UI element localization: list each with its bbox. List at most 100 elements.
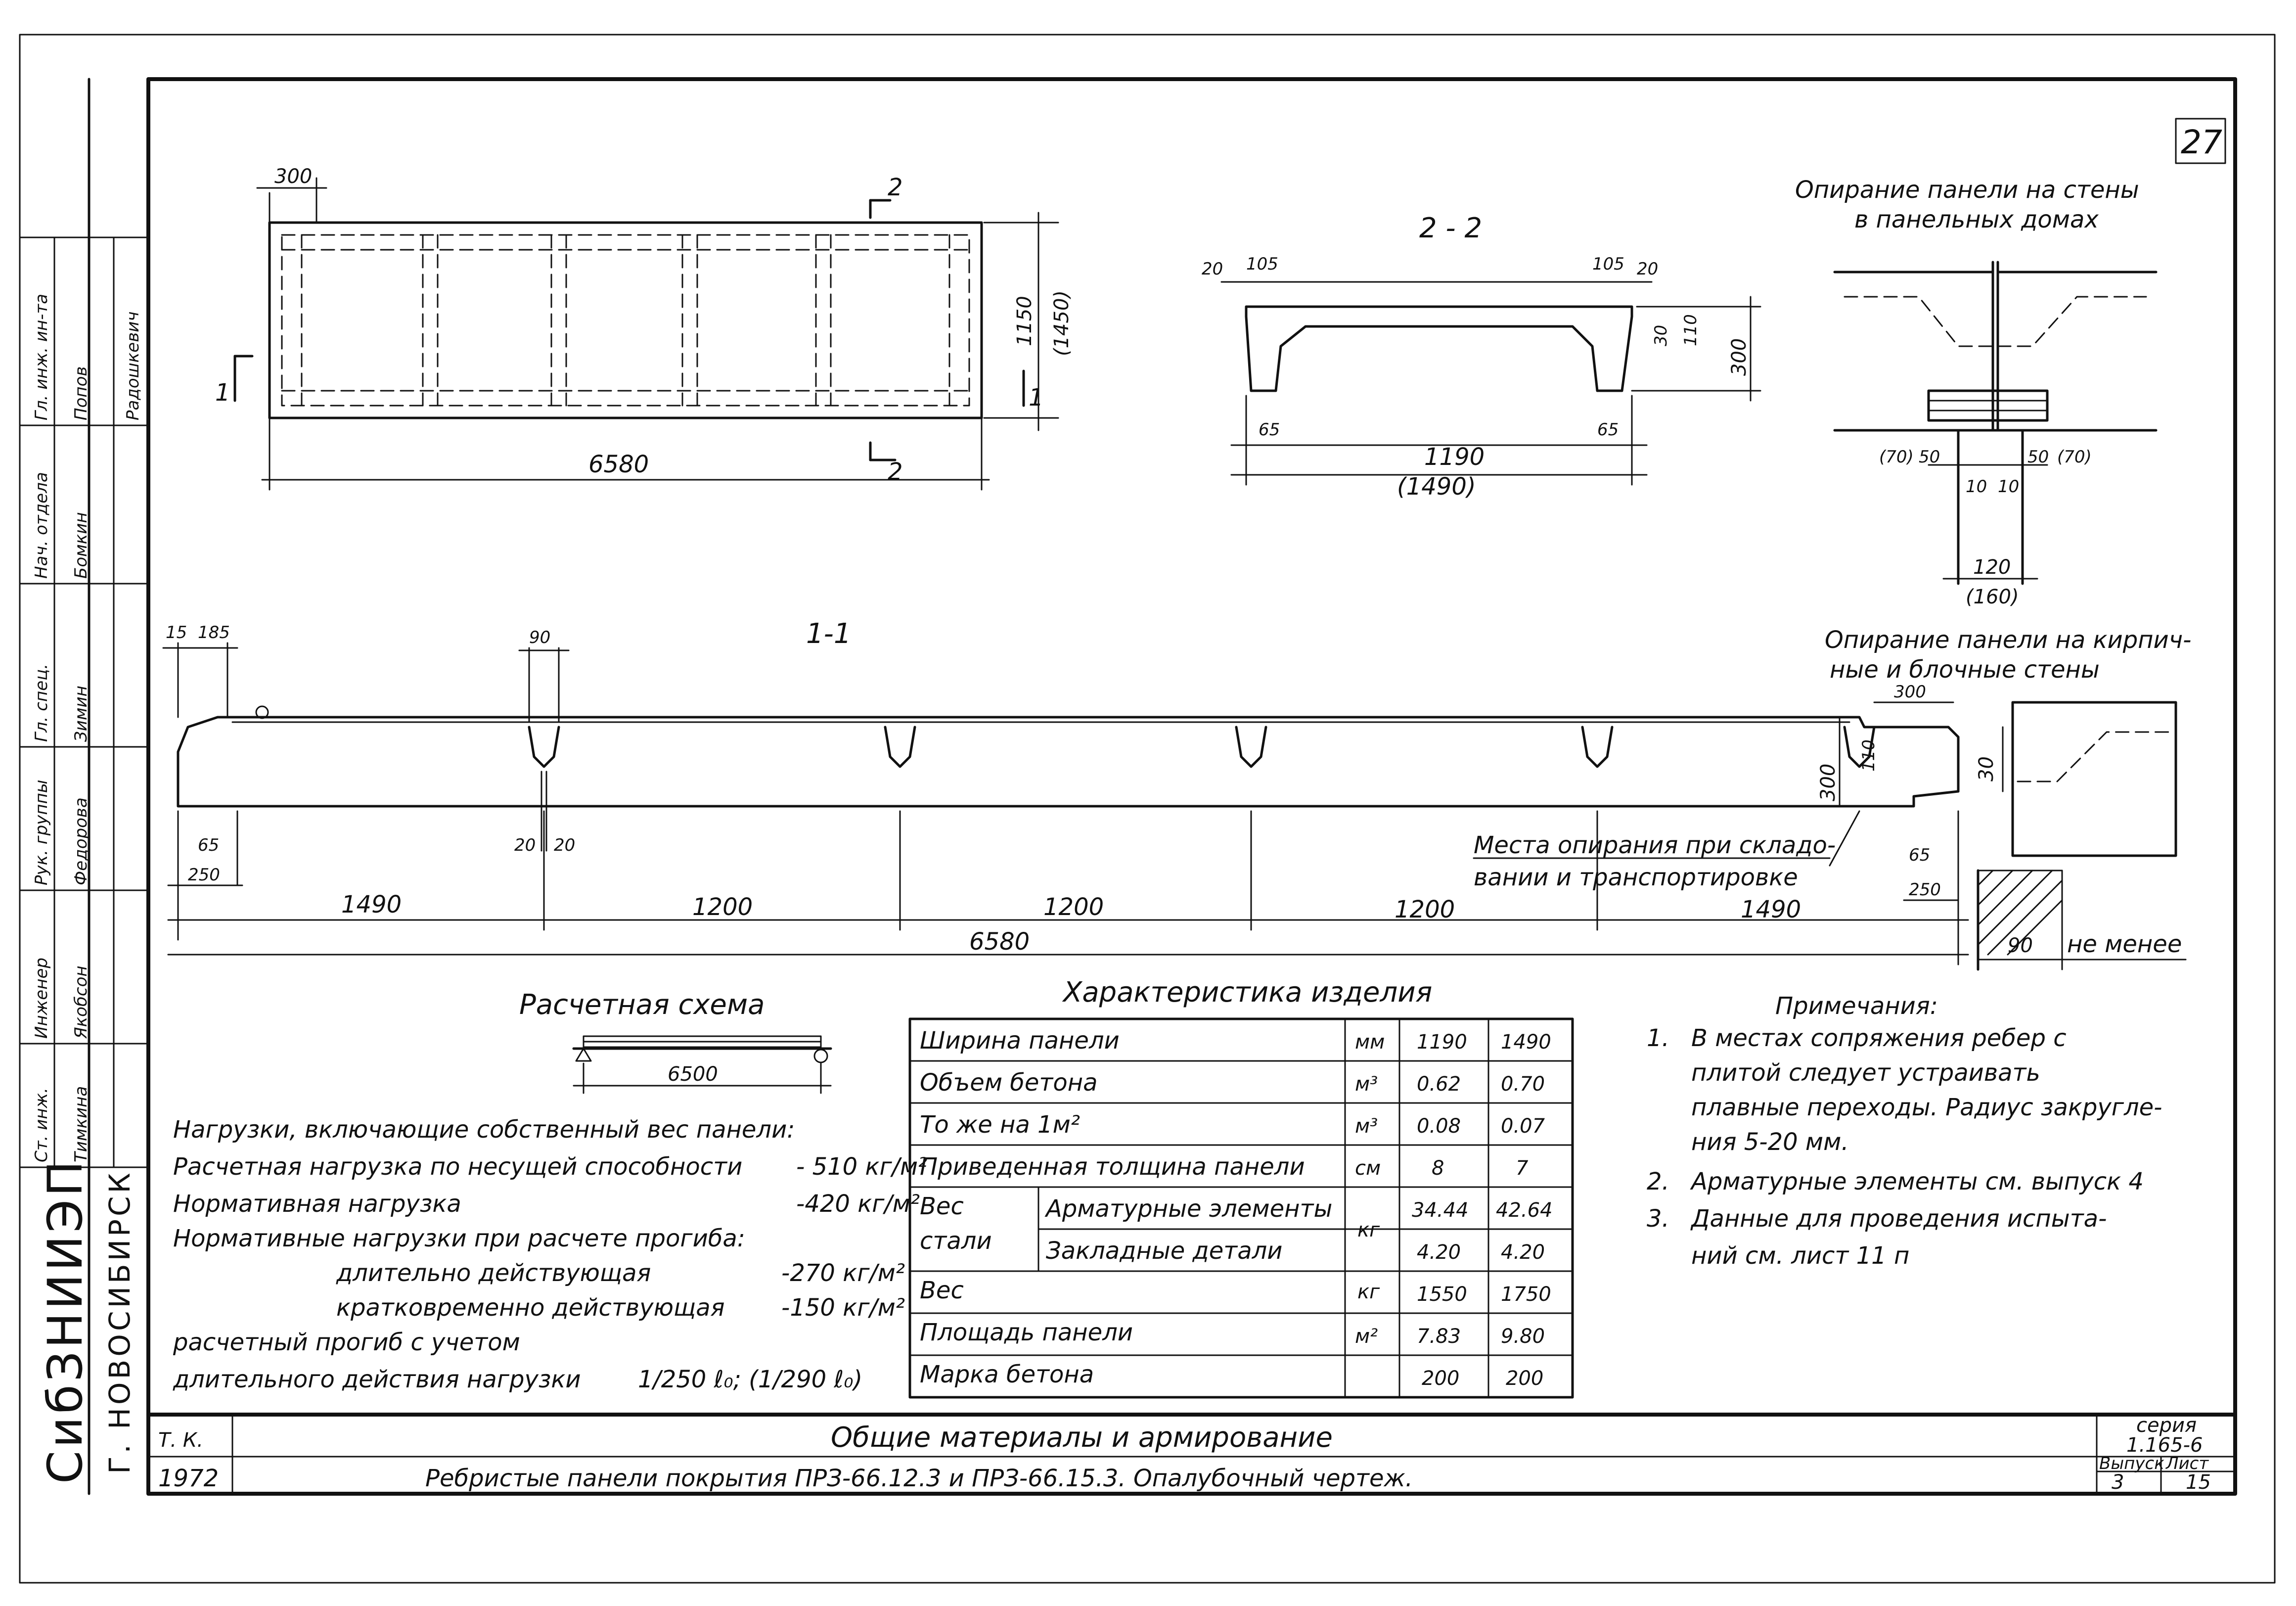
sb-not-less: не менее — [2067, 930, 2182, 958]
note-2-num: 2. — [1647, 1168, 1669, 1195]
calc-scheme-title: Расчетная схема — [519, 989, 765, 1021]
note-1-line-3: плавные переходы. Радиус закругле- — [1691, 1094, 2162, 1121]
s22-d20a: 20 — [1202, 259, 1223, 279]
char-row-5-v2: 42.64 — [1496, 1199, 1553, 1222]
sp-d120: 120 — [1973, 556, 2011, 579]
s11-span-3: 1200 — [1043, 893, 1104, 921]
sp-d10a: 10 — [1966, 477, 1987, 497]
s22-d300: 300 — [1728, 338, 1751, 376]
char-row-8-v2: 9.80 — [1501, 1325, 1545, 1348]
series-label: серия — [2136, 1414, 2197, 1437]
loads-deflection-line1: расчетный прогиб с учетом — [173, 1329, 520, 1356]
char-row-4-v1: 8 — [1432, 1157, 1444, 1180]
char-row-4-label: Приведенная толщина панели — [920, 1153, 1305, 1181]
loads-deflection-formula: 1/250 ℓ₀; (1/290 ℓ₀) — [638, 1366, 862, 1393]
left-stamp: Гл. инж. ин-та Нач. отдела Гл. спец. Рук… — [19, 236, 149, 1484]
char-row-4-unit: см — [1355, 1157, 1381, 1180]
s22-d20b: 20 — [1637, 259, 1658, 279]
char-row-5-label: Вес — [920, 1193, 964, 1220]
loads-shortterm-value: -150 кг/м² — [781, 1294, 905, 1322]
stamp-role-5: Инженер — [32, 958, 51, 1039]
loads-longterm-value: -270 кг/м² — [781, 1259, 905, 1287]
stamp-name-6: Тимкина — [71, 1086, 91, 1162]
issue-value: 3 — [2112, 1471, 2124, 1494]
title-general: Общие материалы и армирование — [831, 1422, 1333, 1454]
notes-title: Примечания: — [1775, 992, 1938, 1020]
s22-d105b: 105 — [1592, 254, 1624, 274]
stamp-name-7: Радошкевич — [123, 312, 143, 420]
char-row-5-unit: кг — [1357, 1219, 1380, 1241]
char-row-3-v1: 0.08 — [1417, 1115, 1461, 1138]
s11-d185: 185 — [198, 623, 230, 642]
loads-normative-value: -420 кг/м² — [796, 1190, 920, 1218]
char-row-6-label: стали — [920, 1227, 992, 1255]
sb-d90: 90 — [2008, 934, 2033, 957]
s22-d105a: 105 — [1246, 254, 1278, 274]
note-3-line-1: Данные для проведения испыта- — [1690, 1205, 2107, 1233]
char-row-4-v2: 7 — [1516, 1157, 1529, 1180]
s11-d90: 90 — [529, 628, 550, 647]
s11-total: 6580 — [969, 928, 1030, 956]
stamp-role-1: Гл. инж. ин-та — [32, 294, 51, 420]
support-panel-title-1: Опирание панели на стены — [1795, 176, 2139, 204]
plan-dim-1150: 1150 — [1013, 296, 1036, 346]
org-city: Г. НОВОСИБИРСК — [103, 1170, 136, 1474]
title-code: Т. К. — [158, 1429, 203, 1452]
sb-d65: 65 — [1909, 845, 1930, 865]
sb-d300: 300 — [1894, 682, 1926, 702]
stamp-role-2: Нач. отдела — [32, 472, 51, 579]
s22-d110: 110 — [1681, 314, 1701, 346]
plan-dim-1450: (1450) — [1050, 290, 1073, 356]
inner-frame — [146, 77, 2237, 1496]
section-2-2: 2 - 2 20 105 105 20 30 110 300 65 65 119… — [1202, 212, 1761, 501]
stamp-name-3: Зимин — [71, 686, 91, 742]
loads-normative-label: Нормативная нагрузка — [173, 1190, 461, 1218]
s22-d30: 30 — [1651, 325, 1671, 346]
stamp-name-2: Бомкин — [71, 512, 91, 579]
loads-shortterm-label: кратковременно действующая — [336, 1294, 724, 1322]
loads-heading: Нагрузки, включающие собственный вес пан… — [173, 1116, 795, 1144]
s22-d1190: 1190 — [1424, 443, 1485, 471]
char-row-9-label: Марка бетона — [920, 1361, 1094, 1388]
calc-scheme: Расчетная схема 6500 — [519, 989, 832, 1094]
s11-span-2: 1200 — [692, 893, 753, 921]
char-row-1-label: Ширина панели — [920, 1027, 1120, 1055]
support-brick-title-2: ные и блочные стены — [1830, 656, 2100, 684]
sb-d250: 250 — [1909, 880, 1941, 900]
note-1-line-2: плитой следует устраивать — [1691, 1059, 2040, 1087]
char-row-8-label: Площадь панели — [920, 1319, 1133, 1346]
loads-block: Нагрузки, включающие собственный вес пан… — [173, 1116, 927, 1393]
char-row-3-v2: 0.07 — [1501, 1115, 1545, 1138]
support-brick-walls: Опирание панели на кирпич- ные и блочные… — [1825, 626, 2191, 971]
loads-design-value: - 510 кг/м² — [796, 1153, 927, 1181]
note-3-line-2: ний см. лист 11 п — [1691, 1242, 1909, 1270]
sheet-label: Лист — [2165, 1454, 2209, 1473]
stamp-name-5: Якобсон — [71, 965, 91, 1039]
sheet-number-box — [2175, 118, 2226, 164]
stamp-name-4: Федорова — [71, 797, 91, 885]
plan-dim-300: 300 — [274, 165, 312, 188]
section-1-1: 1-1 15 185 90 20 20 65 250 110 300 — [162, 618, 1969, 965]
note-1-num: 1. — [1647, 1024, 1669, 1052]
s11-d250: 250 — [188, 865, 220, 885]
s22-d65a: 65 — [1259, 420, 1280, 440]
characteristics-title: Характеристика изделия — [1062, 976, 1432, 1009]
characteristics-table: Характеристика изделия Ширина панели мм … — [908, 976, 1574, 1399]
issue-label: Выпуск — [2099, 1454, 2164, 1473]
char-row-7-label: Вес — [920, 1277, 964, 1304]
sheet-value: 15 — [2186, 1471, 2211, 1494]
support-left-icon — [575, 1048, 592, 1062]
s22-d65b: 65 — [1597, 420, 1619, 440]
stamp-name-1: Попов — [71, 367, 91, 420]
cut-1-left: 1 — [215, 379, 230, 407]
char-row-8-v1: 7.83 — [1417, 1325, 1461, 1348]
char-row-3-unit: м³ — [1355, 1115, 1378, 1138]
title-year: 1972 — [158, 1465, 219, 1492]
sp-d70a: (70) — [1879, 447, 1914, 467]
support-brick-title-1: Опирание панели на кирпич- — [1825, 626, 2191, 654]
s22-d1490: (1490) — [1397, 473, 1476, 501]
s11-span-4: 1200 — [1395, 896, 1455, 923]
char-row-1-v2: 1490 — [1501, 1031, 1551, 1054]
support-right-icon — [813, 1049, 828, 1063]
